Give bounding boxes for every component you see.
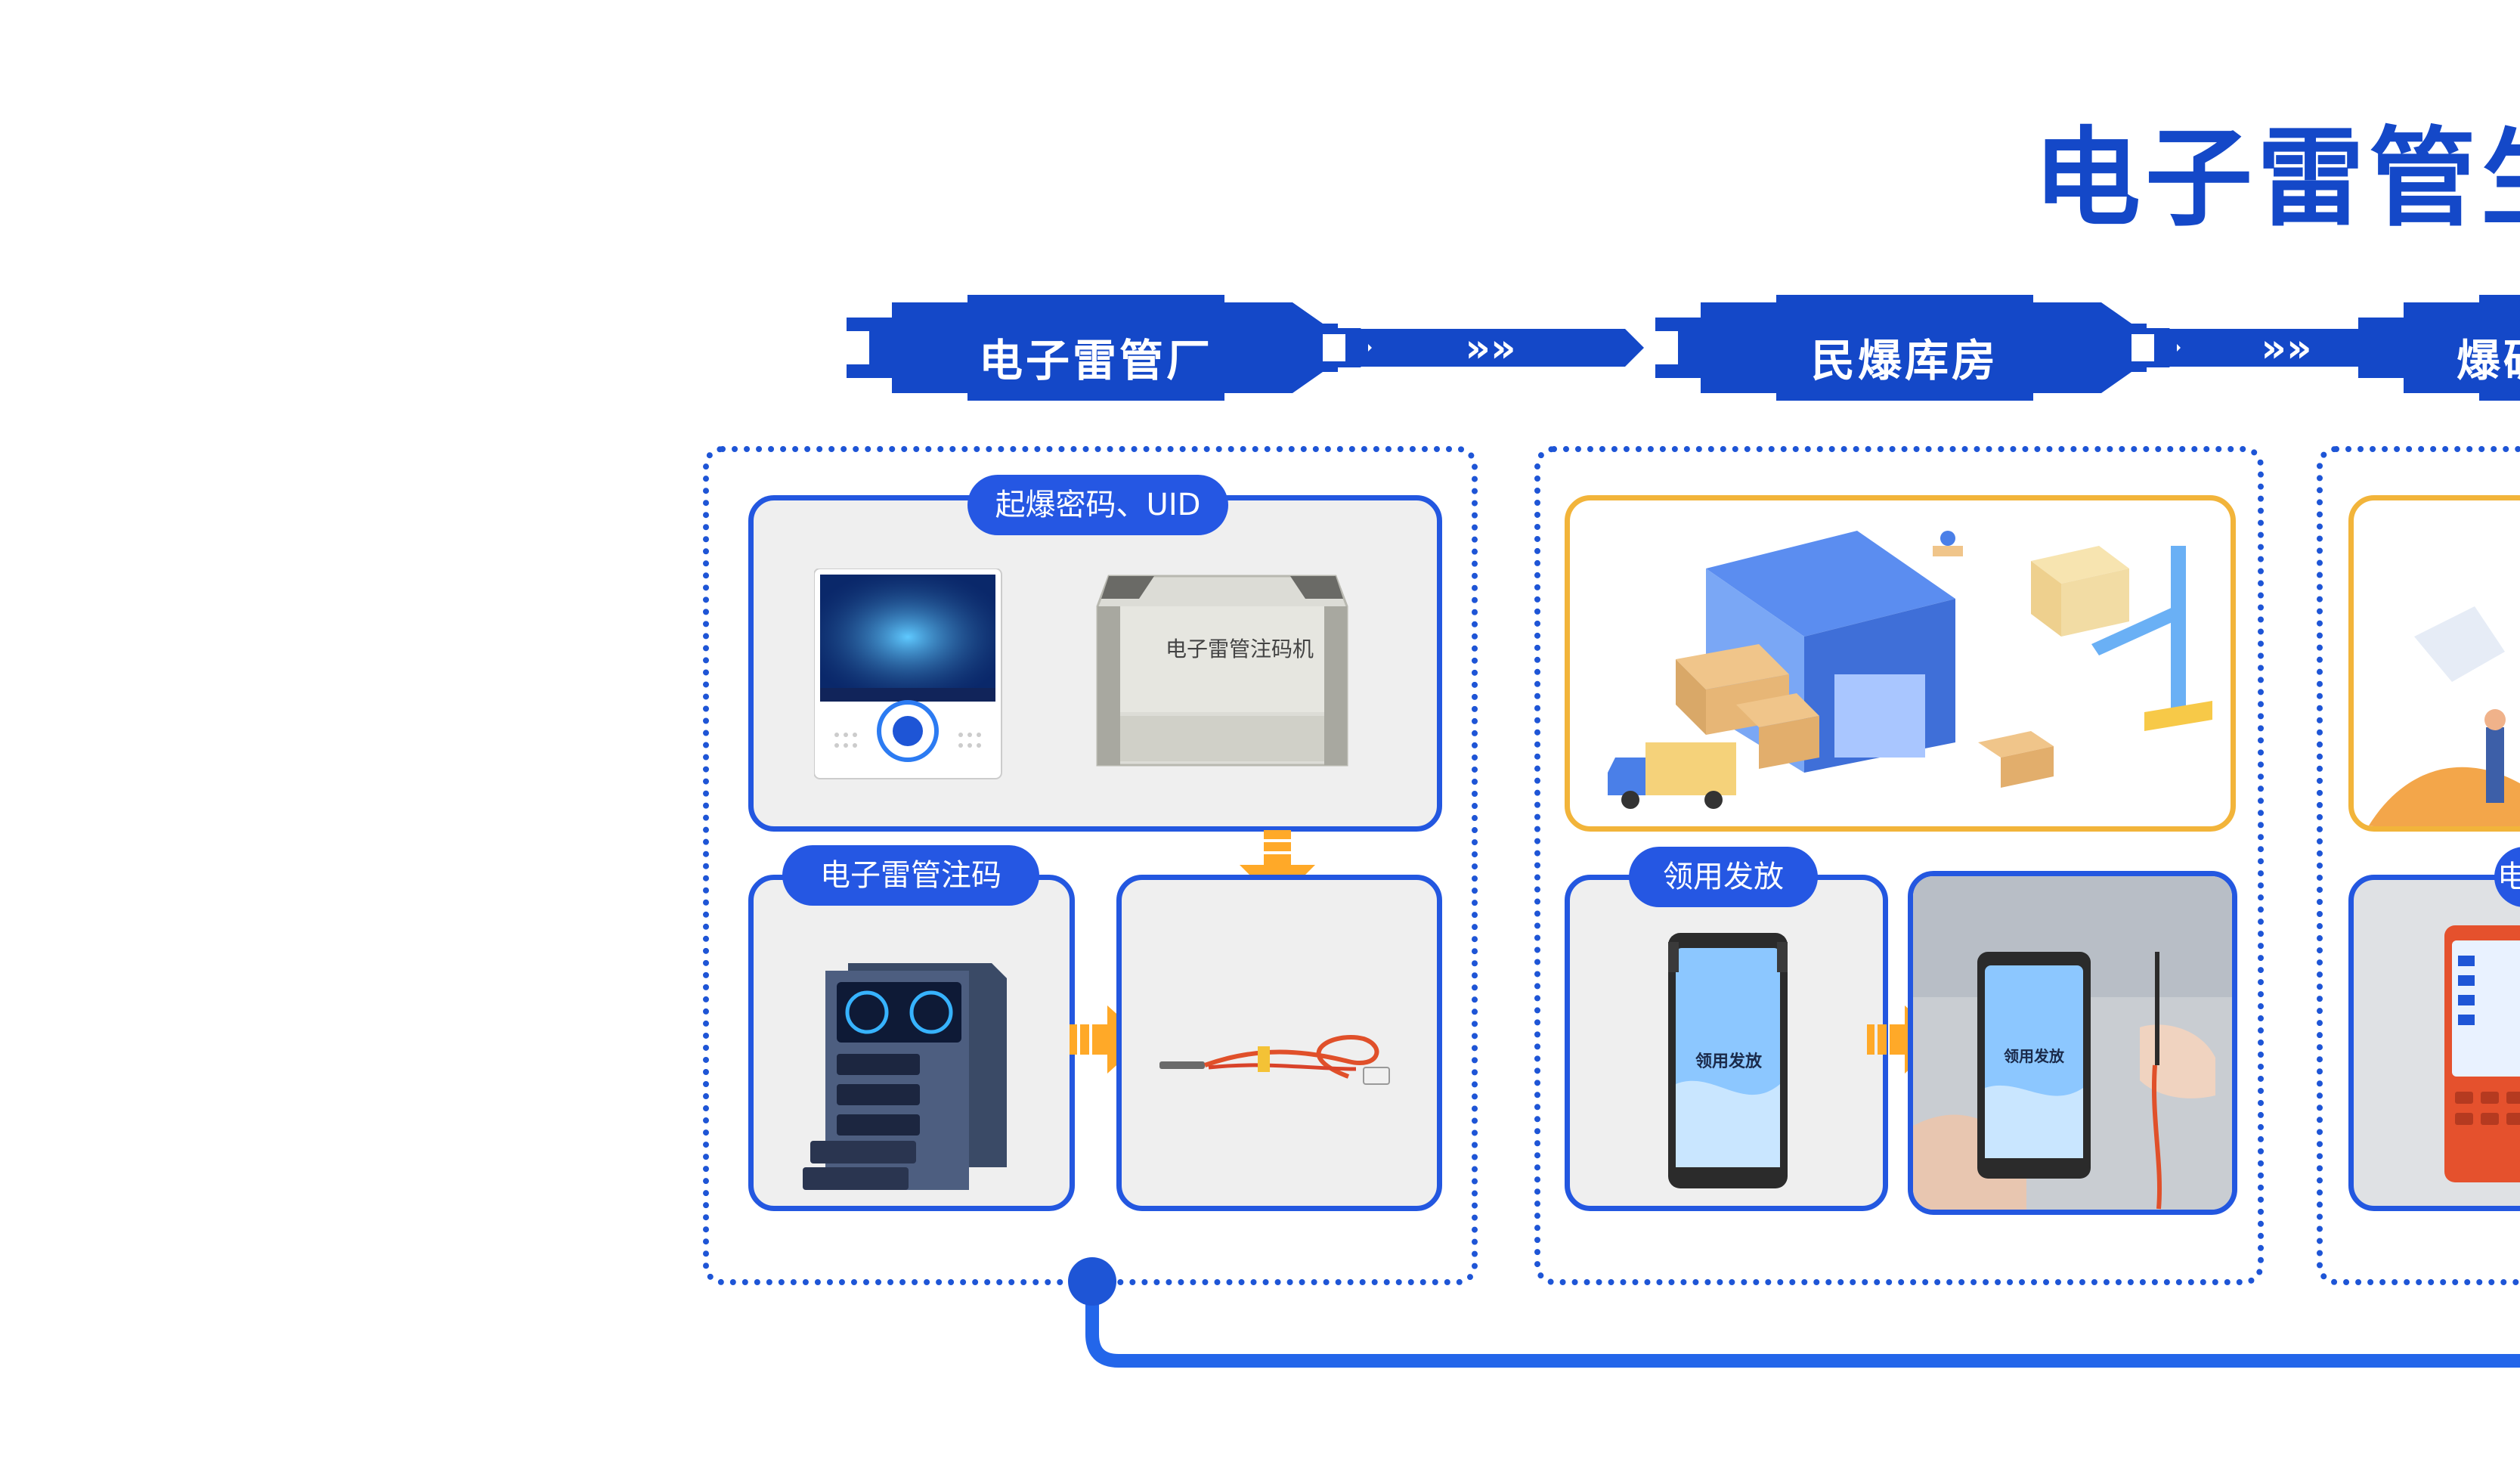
stage-banner-track: »» »» — [847, 295, 2520, 401]
stage-connector-2: »» — [2162, 326, 2422, 371]
code-machine-icon — [1096, 575, 1348, 767]
stage-banner-1-shape — [847, 295, 1368, 401]
panel-scan-detonator: 领用发放 — [1908, 871, 2237, 1215]
stage-1: 电子雷管厂 — [892, 308, 1300, 399]
pill-blast-partial: 电 — [2494, 847, 2520, 907]
code-machine-label: 电子雷管注码机 — [1166, 637, 1314, 661]
panel-blast-terminal — [2348, 875, 2520, 1211]
handheld-screen-text: 领用发放 — [1695, 1052, 1762, 1071]
tablet-device-icon — [814, 569, 1002, 779]
handheld-terminal-icon — [1668, 933, 1788, 1188]
stage-1-label: 电子雷管厂 — [978, 335, 1213, 386]
panel-warehouse-scene — [1565, 495, 2236, 832]
panel-blast-scene — [2348, 495, 2520, 832]
stage-3-label: 爆破 — [2457, 335, 2520, 386]
panel-issue-handheld: 领用发放 — [1565, 875, 1888, 1211]
scan-screen-text: 领用发放 — [2004, 1047, 2064, 1065]
bottom-flow-line — [1068, 1257, 2520, 1368]
blast-site-icon — [2369, 606, 2520, 826]
hand-scanning-icon — [1913, 876, 2232, 1210]
panel-detonator — [1116, 875, 1442, 1211]
page-title: 电子雷管生 — [2033, 116, 2520, 241]
panel-encoder-devices: 电子雷管注码机 — [748, 495, 1442, 832]
zone-warehouse — [1534, 446, 2264, 1285]
stage-2-label: 民爆库房 — [1810, 335, 1998, 386]
svg-text:»»: »» — [1465, 326, 1515, 371]
zone-blasting — [2317, 446, 2520, 1285]
pill-issue: 领用发放 — [1629, 847, 1818, 907]
pill-detonator-encoding: 电子雷管注码 — [782, 845, 1039, 906]
panel-encoder-station — [748, 875, 1075, 1211]
blast-terminal-icon — [2444, 925, 2520, 1182]
stage-connector-1: »» — [1353, 326, 1644, 371]
svg-text:»»: »» — [2261, 326, 2311, 371]
stage-banner-2-shape — [1655, 295, 2177, 401]
stage-2: 民爆库房 — [1701, 308, 2109, 399]
warehouse-illustration-icon — [1608, 531, 2212, 809]
encoder-station-icon — [803, 963, 1007, 1190]
pill-blast-code-uid: 起爆密码、UID — [967, 475, 1228, 535]
detonator-wire-icon — [1159, 1035, 1390, 1085]
stage-banner-3-shape — [2358, 295, 2520, 401]
stage-3: 爆破 — [2457, 308, 2520, 399]
